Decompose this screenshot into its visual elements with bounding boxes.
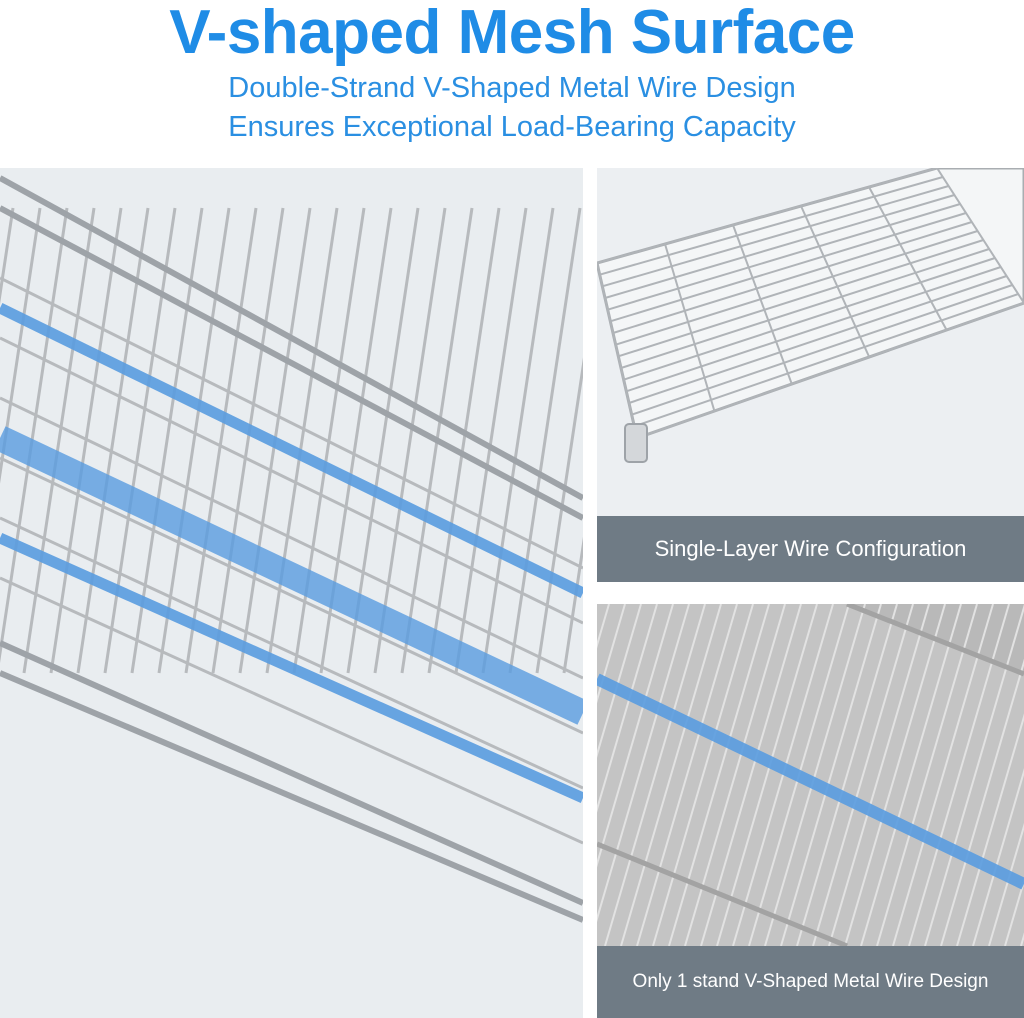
wire xyxy=(780,604,882,946)
wire xyxy=(535,357,583,674)
wire xyxy=(599,176,944,276)
wire xyxy=(988,822,1024,946)
wire xyxy=(732,224,793,385)
wire xyxy=(0,276,583,570)
wire xyxy=(664,243,716,412)
wire xyxy=(796,604,898,946)
wire xyxy=(844,604,946,946)
wire xyxy=(716,604,818,946)
wire xyxy=(597,604,658,813)
wire xyxy=(612,221,973,334)
wire xyxy=(652,604,754,946)
wire xyxy=(597,604,690,923)
wire xyxy=(956,713,1024,946)
wire xyxy=(454,207,528,674)
wire xyxy=(610,212,967,323)
wire xyxy=(620,604,722,946)
single-strand-mesh-image xyxy=(597,604,1024,974)
wire xyxy=(597,168,938,264)
wire xyxy=(481,207,555,674)
wire xyxy=(597,604,674,868)
shelf-post xyxy=(624,423,648,463)
wire xyxy=(602,185,949,288)
frame-rails xyxy=(0,175,583,923)
v-mesh-closeup-image xyxy=(0,168,583,1018)
wire xyxy=(597,604,626,704)
frame-rails xyxy=(597,604,1024,946)
wire xyxy=(764,604,866,946)
subtitle-line-2: Ensures Exceptional Load-Bearing Capacit… xyxy=(228,111,796,143)
v-mesh-closeup-graphic xyxy=(0,175,583,923)
page-title: V-shaped Mesh Surface xyxy=(169,0,855,67)
wire xyxy=(427,207,501,674)
wire xyxy=(0,336,583,625)
highlight-wire-strand xyxy=(597,673,1024,890)
wire xyxy=(373,207,447,674)
wire xyxy=(0,207,15,305)
wire xyxy=(597,262,638,439)
single-layer-shelf-image xyxy=(597,168,1024,516)
wire xyxy=(936,168,1024,304)
wire xyxy=(860,604,962,946)
wire xyxy=(0,576,583,845)
wire xyxy=(628,275,1007,404)
wire xyxy=(972,768,1024,946)
wire xyxy=(0,456,583,735)
wire xyxy=(620,248,990,369)
wire xyxy=(828,604,930,946)
wire xyxy=(892,604,994,946)
wire xyxy=(618,239,984,358)
wire xyxy=(607,203,961,311)
wire xyxy=(508,207,582,674)
wire xyxy=(604,194,955,299)
wire xyxy=(732,604,834,946)
wire xyxy=(0,516,583,790)
wire xyxy=(184,207,258,674)
wire xyxy=(634,293,1019,428)
wire xyxy=(924,604,1024,946)
wire xyxy=(868,186,948,331)
wire xyxy=(1004,877,1024,946)
wire xyxy=(940,658,1024,946)
wire xyxy=(157,207,231,674)
wire xyxy=(76,207,150,674)
wire xyxy=(636,604,738,946)
wire xyxy=(668,604,770,946)
wire xyxy=(626,266,1002,393)
subtitle-line-1: Double-Strand V-Shaped Metal Wire Design xyxy=(228,72,796,104)
wire xyxy=(700,604,802,946)
wire xyxy=(631,284,1013,416)
wire xyxy=(800,205,871,358)
highlight-wire-strands xyxy=(0,303,583,804)
wire xyxy=(876,604,978,946)
wire xyxy=(265,207,339,674)
wire xyxy=(597,604,642,759)
single-layer-shelf-graphic xyxy=(597,168,1024,463)
wire xyxy=(0,396,583,680)
wire xyxy=(623,257,996,381)
wire xyxy=(636,302,1024,439)
wire xyxy=(211,207,285,674)
wire xyxy=(615,230,978,346)
single-layer-caption: Single-Layer Wire Configuration xyxy=(597,516,1024,582)
wire xyxy=(604,604,706,946)
wire xyxy=(812,604,914,946)
single-strand-caption: Only 1 stand V-Shaped Metal Wire Design xyxy=(597,946,1024,1018)
single-strand-mesh-graphic xyxy=(597,604,1024,946)
